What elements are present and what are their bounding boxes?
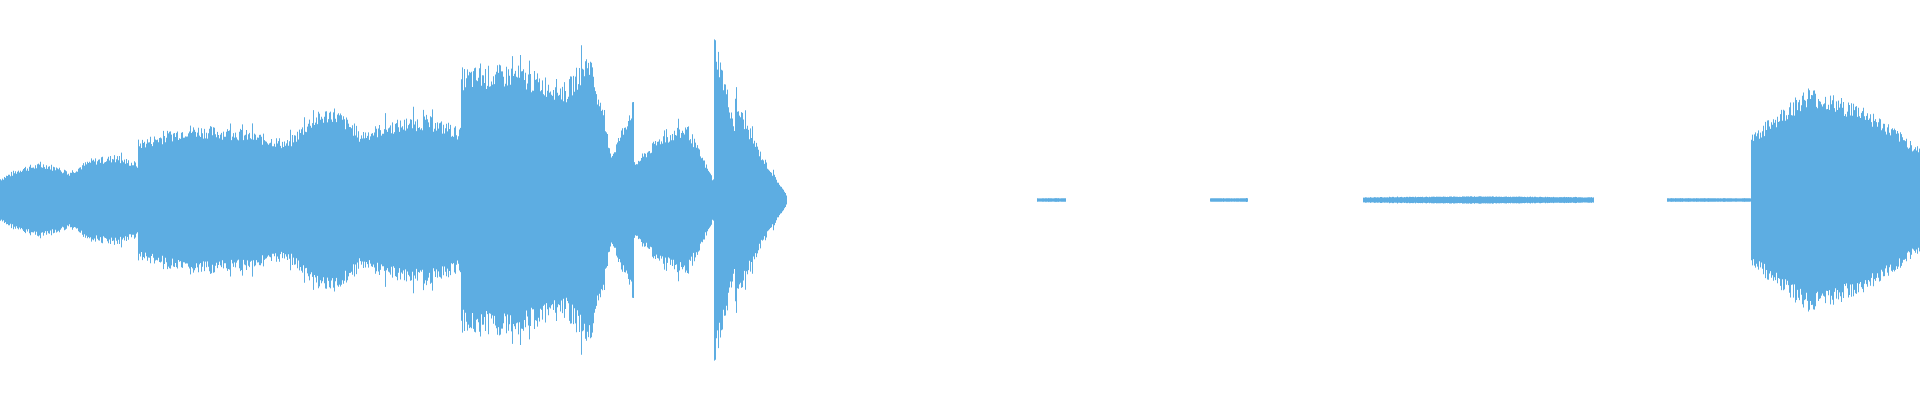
waveform-segment [1037, 198, 1066, 202]
waveform-segment [138, 123, 288, 277]
waveform-segment [461, 55, 566, 345]
waveform-segment [288, 108, 355, 292]
waveform-segment [735, 87, 787, 313]
waveform-peaks [0, 39, 1920, 361]
waveform-segment [67, 152, 138, 248]
waveform-segment [355, 106, 461, 294]
waveform-segment [1751, 88, 1920, 312]
waveform-segment [634, 118, 714, 282]
waveform-segment [0, 161, 67, 239]
waveform-segment [1210, 198, 1248, 202]
waveform-segment [1363, 196, 1594, 204]
waveform-segment [714, 39, 735, 361]
waveform-segment [566, 45, 634, 355]
waveform-segment [1667, 198, 1751, 202]
